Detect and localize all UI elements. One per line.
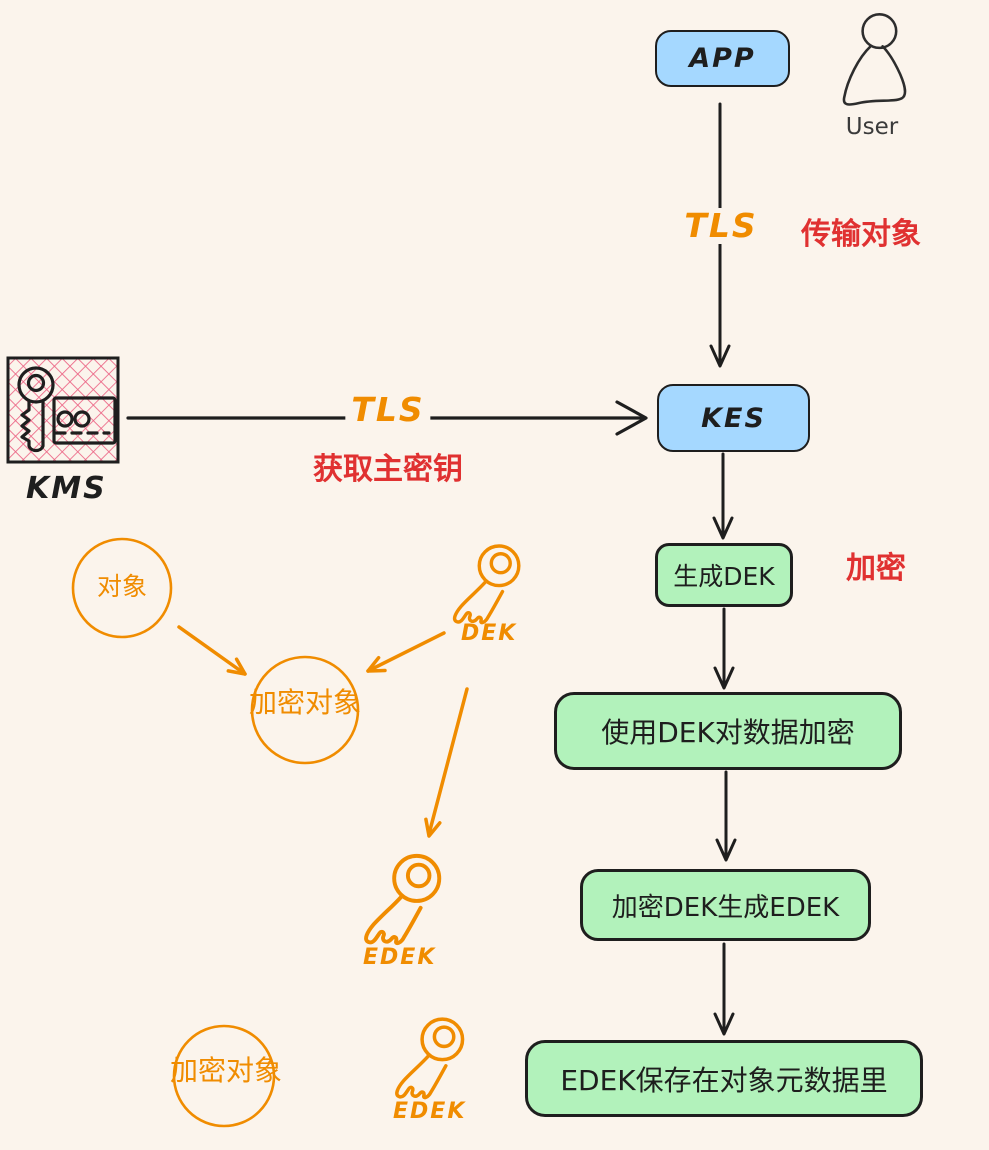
node-store-edek-label: EDEK保存在对象元数据里: [560, 1063, 888, 1097]
kms-icon: [6, 356, 120, 464]
transfer-object-label: 传输对象: [801, 217, 921, 252]
node-kes: KES: [657, 384, 810, 452]
node-gen-dek: 生成DEK: [655, 543, 793, 607]
arrow-dek-to-encrypted: [366, 631, 446, 673]
dek-key-icon: [452, 544, 521, 625]
edek-key-icon: [364, 853, 442, 946]
object-circle: [71, 537, 173, 639]
user-label: User: [845, 114, 899, 140]
arrow-encryptdata-to-encryptdek: [715, 770, 737, 862]
tls-label-horizontal: TLS: [345, 391, 431, 429]
get-master-key-label: 获取主密钥: [313, 452, 463, 487]
node-encrypt-data-label: 使用DEK对数据加密: [601, 716, 855, 749]
node-encrypt-data: 使用DEK对数据加密: [554, 692, 902, 770]
arrow-dek-to-edek: [424, 687, 469, 838]
node-app-label: APP: [689, 43, 756, 74]
object-label: 对象: [96, 572, 147, 601]
dek-label: DEK: [461, 621, 518, 646]
node-encrypt-dek: 加密DEK生成EDEK: [580, 869, 871, 941]
user-person-icon: [842, 13, 907, 106]
node-kes-label: KES: [701, 402, 766, 434]
arrow-encryptdek-to-storeedek: [713, 942, 735, 1036]
encrypted-object-label: 加密对象: [248, 686, 361, 719]
edek-label-2: EDEK: [393, 1099, 467, 1124]
node-gen-dek-label: 生成DEK: [673, 562, 775, 591]
encrypt-label: 加密: [846, 551, 906, 586]
kms-label: KMS: [26, 471, 107, 506]
card-shape: [52, 396, 117, 445]
edek-label: EDEK: [363, 945, 437, 970]
key-head: [17, 366, 55, 404]
node-store-edek: EDEK保存在对象元数据里: [525, 1040, 923, 1117]
node-app: APP: [655, 30, 790, 87]
encrypted-object-label-2: 加密对象: [169, 1054, 282, 1087]
arrow-object-to-encrypted: [177, 625, 247, 676]
edek-key-icon-2: [395, 1017, 465, 1100]
encrypted-object-circle-2: [172, 1024, 276, 1128]
arrow-kes-to-gendek: [712, 452, 734, 540]
tls-label-vertical: TLS: [678, 207, 764, 245]
node-encrypt-dek-label: 加密DEK生成EDEK: [611, 892, 840, 923]
encrypted-object-circle: [250, 655, 360, 765]
arrow-gendek-to-encryptdata: [713, 607, 735, 690]
